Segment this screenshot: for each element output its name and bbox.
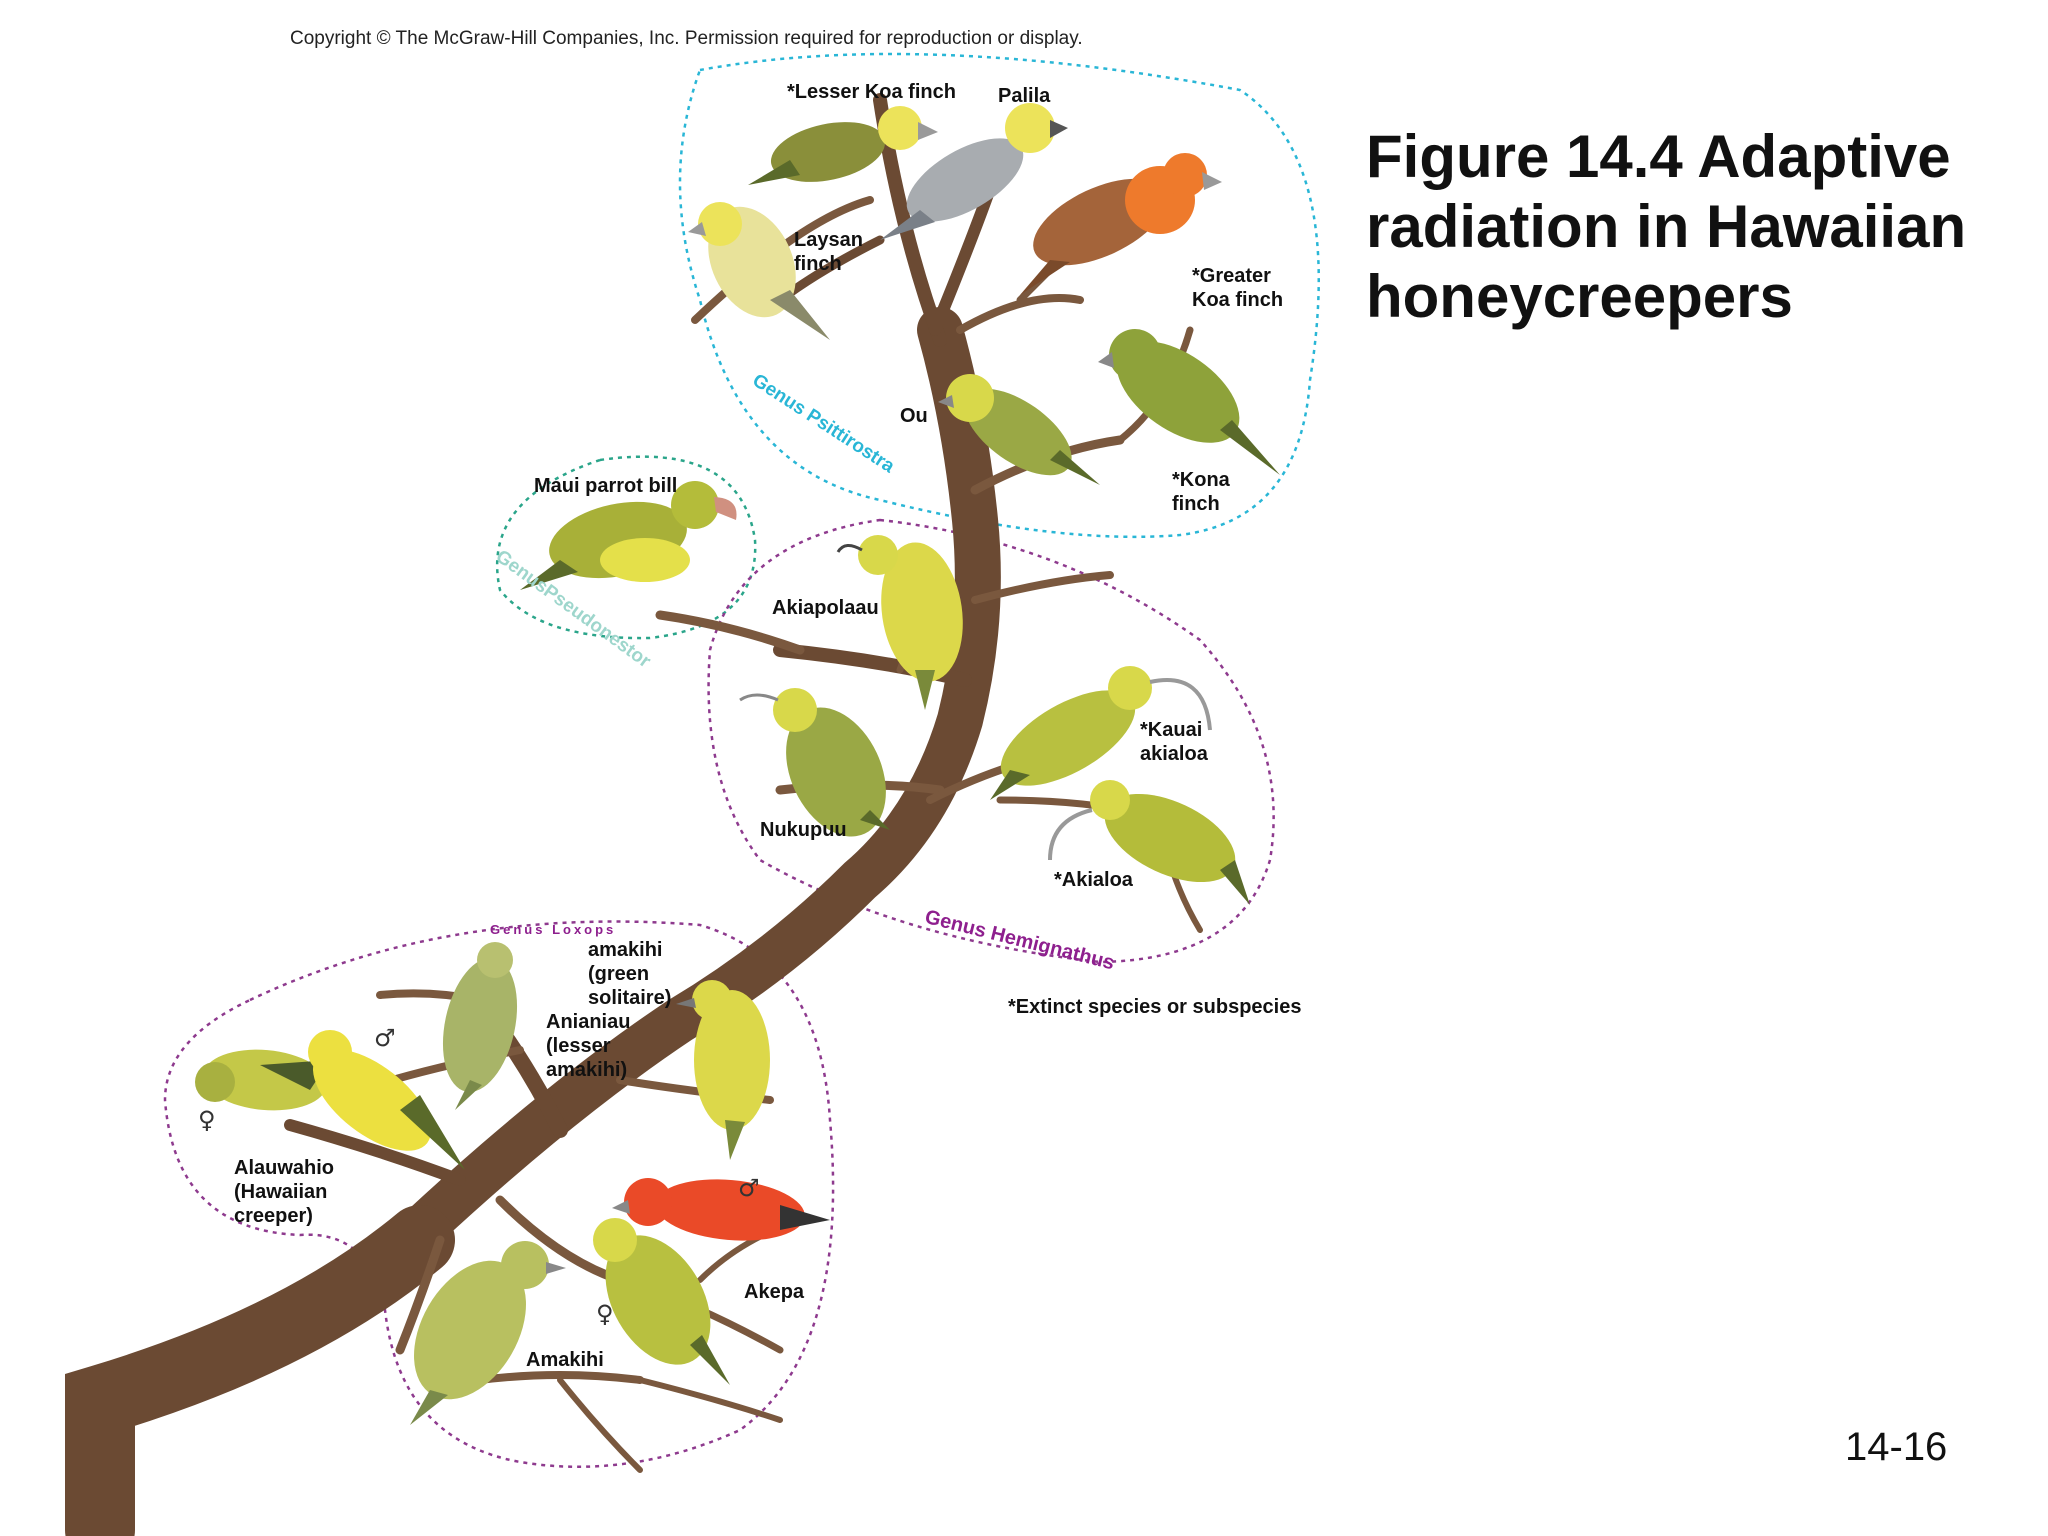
label-maui-parrot-bill: Maui parrot bill — [534, 475, 678, 497]
figure-title-line-1: Figure 14.4 Adaptive — [1366, 123, 1951, 190]
bird-akepa-female — [593, 1218, 730, 1385]
label-ou: Ou — [900, 405, 928, 427]
bird-amakihi — [410, 1241, 566, 1425]
label-green-solitaire: amakihi (green solitaire) — [588, 939, 672, 1009]
label-akepa: Akepa — [744, 1281, 805, 1303]
bird-alauwahio-female — [195, 1049, 330, 1111]
bird-kona-finch — [1098, 329, 1280, 475]
label-anianiau: Anianiau (lesser amakihi) — [546, 1011, 631, 1081]
figure-title-line-3: honeycreepers — [1366, 263, 1793, 330]
male-symbol: ♂ — [738, 1174, 760, 1202]
genus-label-loxops: Genus Loxops — [490, 922, 617, 937]
slide-number: 14-16 — [1845, 1425, 1948, 1469]
bird-nukupuu — [739, 688, 890, 837]
bird-alauwahio-male — [308, 1030, 465, 1170]
label-laysan-finch: Laysan finch — [794, 229, 863, 275]
label-amakihi: Amakihi — [526, 1349, 604, 1371]
male-symbol: ♂ — [374, 1024, 396, 1052]
bird-anianiau — [442, 942, 518, 1110]
label-palila: Palila — [998, 85, 1051, 107]
label-kona-finch: *Kona finch — [1172, 469, 1230, 515]
label-alauwahio: Alauwahio (Hawaiian creeper) — [234, 1157, 335, 1227]
psittirostra-group-outline — [678, 52, 1320, 539]
loxops-group-outline — [163, 920, 835, 1468]
female-symbol: ♀ — [198, 1106, 216, 1134]
copyright-notice: Copyright © The McGraw-Hill Companies, I… — [290, 28, 1083, 49]
label-kauai-akialoa: *Kauai akialoa — [1140, 719, 1208, 765]
label-akiapolaau: Akiapolaau — [772, 597, 879, 619]
bird-maui-parrot-bill — [520, 481, 737, 590]
bird-laysan-finch — [688, 202, 830, 340]
figure-title: Figure 14.4 Adaptive radiation in Hawaii… — [1366, 122, 2026, 332]
bird-greater-koa-finch — [1020, 153, 1222, 295]
bird-green-solitaire — [676, 980, 770, 1160]
bird-kauai-akialoa — [990, 666, 1212, 800]
bird-akialoa — [1048, 780, 1250, 905]
label-nukupuu: Nukupuu — [760, 819, 847, 841]
female-symbol: ♀ — [596, 1300, 614, 1328]
label-lesser-koa-finch: *Lesser Koa finch — [787, 81, 956, 103]
bird-lesser-koa-finch — [748, 106, 938, 185]
bird-akiapolaau — [836, 535, 963, 710]
hemignathus-group-outline — [707, 518, 1275, 964]
label-greater-koa-finch: *Greater Koa finch — [1192, 265, 1284, 311]
label-akialoa: *Akialoa — [1054, 869, 1133, 891]
extinct-footnote: *Extinct species or subspecies — [1008, 996, 1302, 1018]
bird-akepa-male — [612, 1178, 830, 1241]
bird-palila — [880, 103, 1068, 240]
figure-title-line-2: radiation in Hawaiian — [1366, 193, 1967, 260]
pseudonestor-group-outline — [495, 455, 757, 640]
bird-ou — [938, 374, 1100, 485]
